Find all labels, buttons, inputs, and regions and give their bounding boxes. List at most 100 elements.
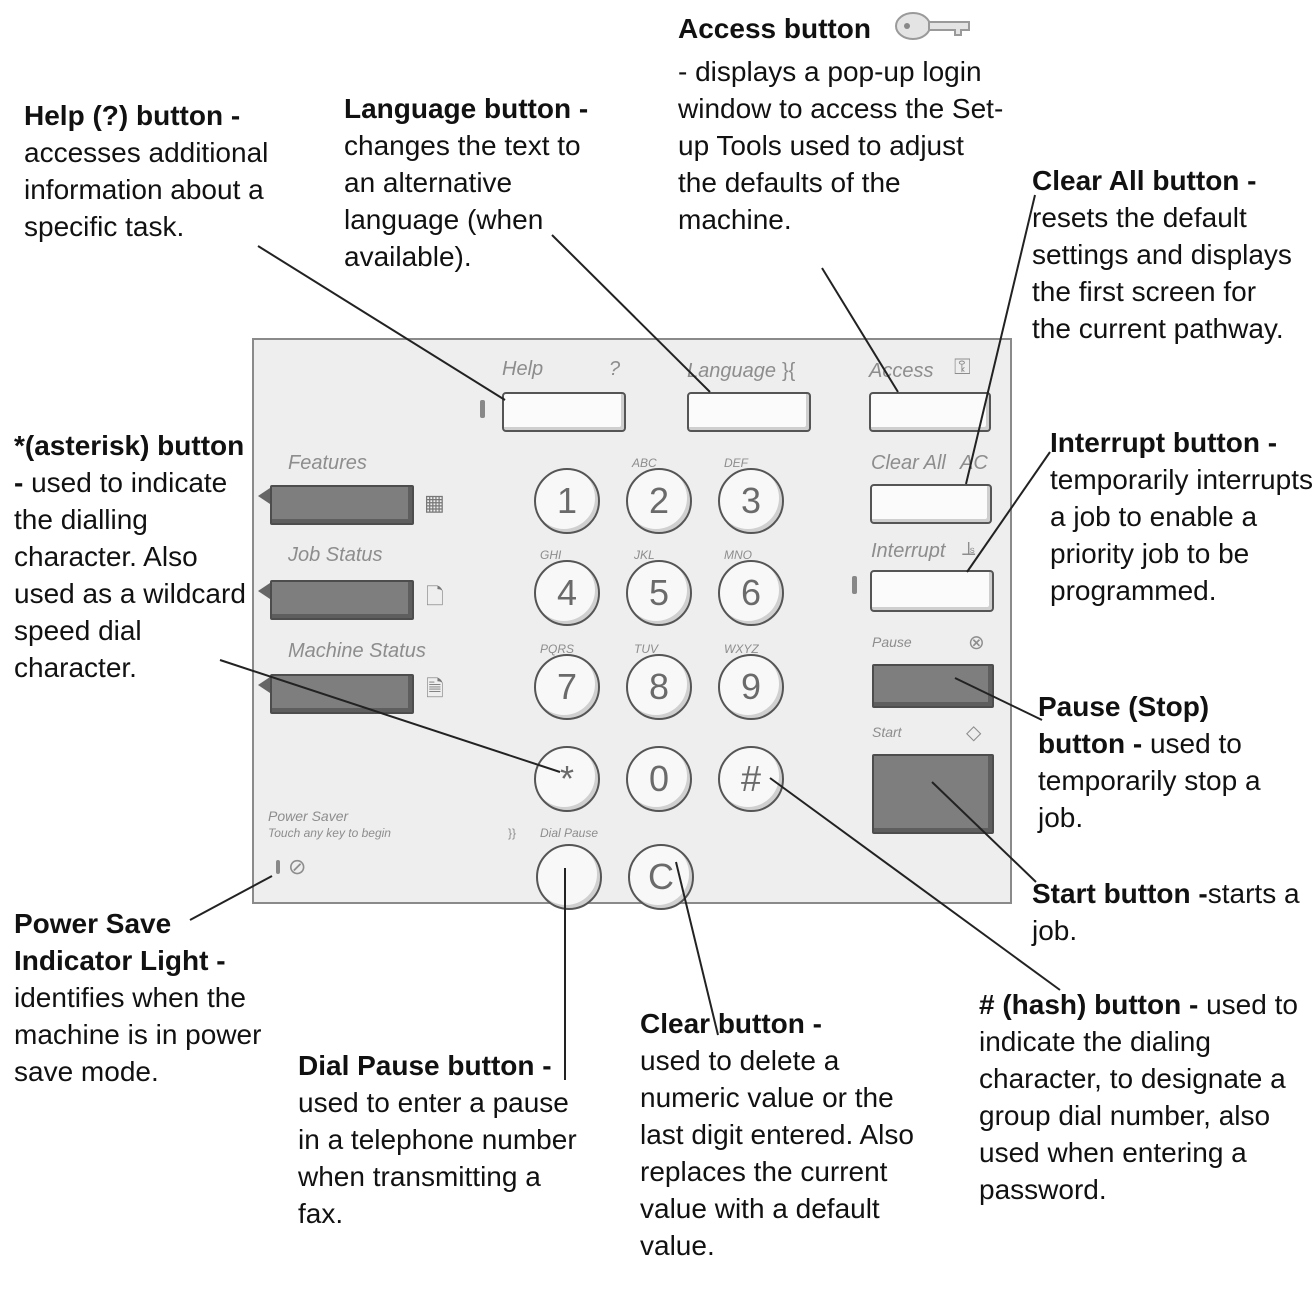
features-icon: ▦ — [424, 490, 445, 515]
clear-all-button[interactable] — [870, 484, 992, 524]
hash-key[interactable]: # — [718, 746, 784, 812]
language-label: Language — [687, 360, 776, 382]
clear-all-annotation: Clear All button - resets the default se… — [1032, 162, 1302, 347]
machine-status-icon: 🗎 — [426, 676, 444, 701]
hash-annotation-title: # (hash) button - — [979, 989, 1199, 1020]
machine-status-button[interactable] — [270, 674, 414, 714]
power-saver-hint: Touch any key to begin — [268, 826, 391, 840]
key-5-letters: JKL — [634, 548, 655, 562]
key-6[interactable]: 6 — [718, 560, 784, 626]
help-indicator-light — [480, 400, 485, 418]
key-2[interactable]: 2 — [626, 468, 692, 534]
language-annotation: Language button - changes the text to an… — [344, 90, 619, 275]
power-save-annotation-title: Power Save Indicator Light - — [14, 908, 226, 976]
clear-all-annotation-title: Clear All button - — [1032, 165, 1257, 196]
power-save-annotation-body: identifies when the machine is in power … — [14, 982, 262, 1087]
clear-annotation-body: used to delete a numeric value or the la… — [640, 1045, 914, 1261]
help-button[interactable] — [502, 392, 626, 432]
access-label: Access — [869, 360, 934, 382]
help-annotation-title: Help (?) button - — [24, 100, 241, 131]
pause-button[interactable] — [872, 664, 994, 708]
key-1[interactable]: 1 — [534, 468, 600, 534]
asterisk-annotation-body: used to indicate the dialling character.… — [14, 467, 246, 683]
help-label: Help — [502, 358, 544, 380]
features-label: Features — [288, 452, 367, 474]
key-0[interactable]: 0 — [626, 746, 692, 812]
pause-annotation-body: used to temporarily stop a job. — [1038, 728, 1261, 833]
start-label: Start — [872, 724, 902, 740]
power-icon: ⊘ — [288, 854, 307, 879]
access-annotation: Access button - displays a pop-up login … — [678, 8, 1008, 238]
stop-icon: ⊗ — [968, 632, 985, 654]
pause-label: Pause — [872, 634, 912, 650]
access-button[interactable] — [869, 392, 991, 432]
key-2-letters: ABC — [632, 456, 657, 470]
access-annotation-title: Access button — [678, 12, 871, 44]
clear-annotation-title: Clear button - — [640, 1008, 822, 1039]
asterisk-annotation: *(asterisk) button - used to indicate th… — [14, 427, 254, 686]
key-5[interactable]: 5 — [626, 560, 692, 626]
power-save-indicator-light — [276, 860, 280, 874]
key-8[interactable]: 8 — [626, 654, 692, 720]
machine-status-tab — [258, 677, 270, 693]
pause-annotation: Pause (Stop) button - used to temporaril… — [1038, 688, 1303, 836]
interrupt-annotation: Interrupt button - temporarily interrupt… — [1050, 424, 1314, 609]
access-key-icon: ⚿ — [954, 354, 971, 379]
key-3-letters: DEF — [724, 456, 748, 470]
hash-annotation-body: used to indicate the dialing character, … — [979, 989, 1298, 1205]
access-annotation-body: - displays a pop-up login window to acce… — [678, 56, 1004, 235]
dial-pause-annotation-title: Dial Pause button - — [298, 1050, 552, 1081]
job-status-label: Job Status — [288, 544, 383, 566]
language-icon: }{ — [782, 360, 796, 382]
control-panel: Help ? Language }{ Access ⚿ Features ▦ J… — [252, 338, 1012, 910]
interrupt-icon: ⫡ — [962, 538, 976, 560]
start-icon: ◇ — [966, 722, 982, 744]
start-button[interactable] — [872, 754, 994, 834]
pause-annotation-title: Pause (Stop) button - — [1038, 691, 1210, 759]
help-symbol: ? — [609, 358, 621, 380]
clear-all-label: Clear All — [871, 452, 946, 474]
job-status-icon: 🗋 — [426, 584, 444, 609]
interrupt-annotation-body: temporarily interrupts a job to enable a… — [1050, 464, 1313, 606]
power-saver-label: Power Saver — [268, 808, 349, 824]
interrupt-indicator-light — [852, 576, 857, 594]
key-icon — [893, 8, 973, 53]
key-3[interactable]: 3 — [718, 468, 784, 534]
job-status-tab — [258, 583, 270, 599]
clear-annotation: Clear button - used to delete a numeric … — [640, 1005, 920, 1264]
dial-pause-label: Dial Pause — [540, 826, 599, 840]
start-annotation: Start button -starts a job. — [1032, 875, 1312, 949]
features-tab — [258, 488, 270, 504]
asterisk-annotation-title: *(asterisk) button - — [14, 430, 245, 498]
help-annotation: Help (?) button - accesses additional in… — [24, 97, 274, 245]
language-annotation-body: changes the text to an alternative langu… — [344, 130, 581, 272]
key-9[interactable]: 9 — [718, 654, 784, 720]
key-9-letters: WXYZ — [724, 642, 759, 656]
machine-status-label: Machine Status — [288, 640, 426, 662]
help-annotation-body: accesses additional information about a … — [24, 137, 269, 242]
hash-annotation: # (hash) button - used to indicate the d… — [979, 986, 1299, 1208]
key-4-letters: GHI — [540, 548, 562, 562]
asterisk-key[interactable]: * — [534, 746, 600, 812]
language-button[interactable] — [687, 392, 811, 432]
key-4[interactable]: 4 — [534, 560, 600, 626]
dial-pause-button[interactable] — [536, 844, 602, 910]
key-7-letters: PQRS — [540, 642, 575, 656]
dial-pause-annotation: Dial Pause button - used to enter a paus… — [298, 1047, 588, 1232]
clear-all-symbol: AC — [960, 452, 988, 474]
dial-pause-icon: }} — [508, 826, 517, 840]
clear-button[interactable]: C — [628, 844, 694, 910]
interrupt-label: Interrupt — [871, 540, 946, 562]
start-annotation-title: Start button - — [1032, 878, 1208, 909]
interrupt-button[interactable] — [870, 570, 994, 612]
clear-all-annotation-body: resets the default settings and displays… — [1032, 202, 1292, 344]
key-6-letters: MNO — [724, 548, 752, 562]
power-save-annotation: Power Save Indicator Light - identifies … — [14, 905, 269, 1090]
key-7[interactable]: 7 — [534, 654, 600, 720]
language-annotation-title: Language button - — [344, 93, 589, 124]
dial-pause-annotation-body: used to enter a pause in a telephone num… — [298, 1087, 577, 1229]
features-button[interactable] — [270, 485, 414, 525]
interrupt-annotation-title: Interrupt button - — [1050, 427, 1278, 458]
key-8-letters: TUV — [634, 642, 658, 656]
job-status-button[interactable] — [270, 580, 414, 620]
